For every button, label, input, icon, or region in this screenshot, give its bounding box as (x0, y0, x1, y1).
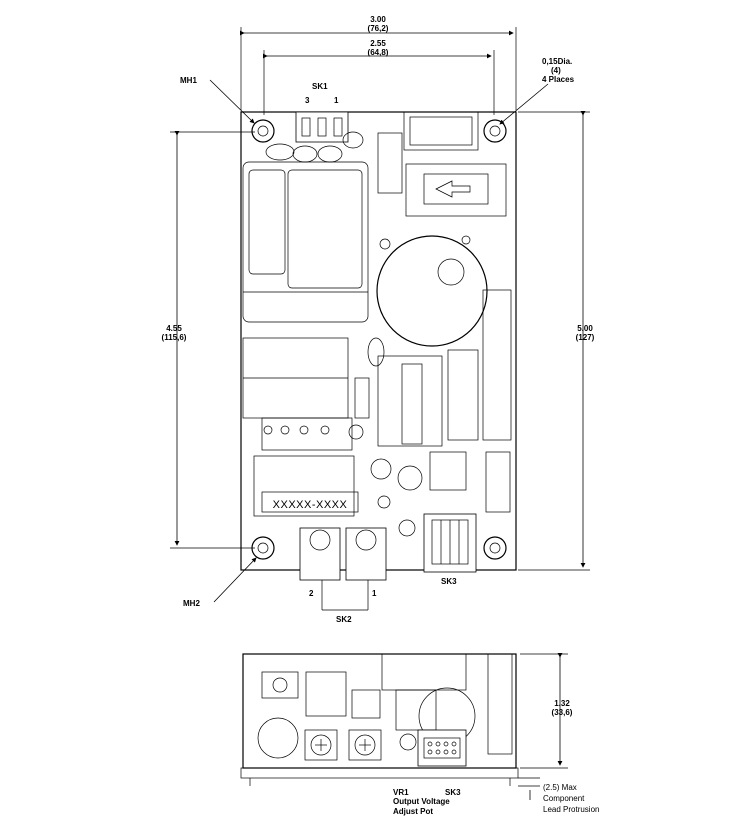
height-dim-mm: (127) (576, 333, 595, 342)
sk3-side-connector (417, 729, 467, 767)
bulk-capacitor (376, 235, 488, 347)
mounting-hole-tr (483, 119, 507, 143)
sk2-label: SK2 (336, 615, 352, 624)
mounting-hole-mh1: MH1 (180, 76, 275, 143)
sk2-connector: 2 1 SK2 (299, 527, 387, 624)
sk1-pin3: 3 (305, 96, 310, 105)
sk1-label: SK1 (312, 82, 328, 91)
protrusion-line3: Lead Protrusion (543, 805, 599, 814)
mounting-hole-br (483, 536, 507, 560)
protrusion-line2: Component (543, 794, 585, 803)
vr1-pots (304, 729, 417, 761)
hole-pitch-mm: (115,6) (162, 333, 187, 342)
sk1-pin1: 1 (334, 96, 339, 105)
hole-spacing-dimension: 2.55 (64,8) (263, 39, 495, 115)
height-dim-inch: 5.00 (577, 324, 593, 333)
hole-note-line3: 4 Places (542, 75, 575, 84)
hole-note-line2: (4) (551, 66, 561, 75)
protrusion-line1: (2.5) Max (543, 783, 577, 792)
side-height-inch: 1.32 (554, 699, 570, 708)
side-height-dimension: 1.32 (33,6) (520, 653, 573, 769)
vr1-line1: VR1 (393, 788, 409, 797)
mh1-label: MH1 (180, 76, 197, 85)
fuse-holder (377, 111, 507, 217)
sk1-connector: SK1 3 1 (265, 82, 364, 163)
label-text: XXXXX-XXXX (273, 499, 348, 511)
hole-spacing-inch: 2.55 (370, 39, 386, 48)
hole-spacing-mm: (64,8) (368, 48, 389, 57)
sk3-label-side: SK3 (445, 788, 461, 797)
hole-pitch-dimension: 4.55 (115,6) (162, 131, 255, 549)
protrusion-note: (2.5) Max Component Lead Protrusion (518, 777, 599, 814)
width-dim-inch: 3.00 (370, 15, 386, 24)
vr1-line3: Adjust Pot (393, 807, 433, 816)
side-board (242, 653, 517, 769)
height-dimension: 5.00 (127) (518, 111, 595, 571)
sk3-connector: SK3 (423, 513, 477, 586)
vr1-line2: Output Voltage (393, 797, 450, 806)
hole-note-line1: 0,15Dia. (542, 57, 572, 66)
sk2-pin1: 1 (372, 589, 377, 598)
mounting-hole-mh2: MH2 (183, 536, 275, 608)
transformer-block (242, 161, 369, 323)
small-capacitors (370, 458, 423, 537)
width-dim-mm: (76,2) (368, 24, 389, 33)
hole-pitch-inch: 4.55 (166, 324, 182, 333)
top-view: 3.00 (76,2) 2.55 (64,8) 0,15Dia. (4) 4 P… (162, 15, 595, 624)
mh2-label: MH2 (183, 599, 200, 608)
hole-note: 0,15Dia. (4) 4 Places (499, 57, 575, 125)
width-dimension: 3.00 (76,2) (240, 15, 517, 110)
side-view: 1.32 (33,6) (2.5) Max Component Lead Pro… (240, 653, 599, 816)
sk3-label-top: SK3 (441, 577, 457, 586)
main-transformer (377, 289, 512, 513)
side-height-mm: (33,6) (552, 708, 573, 717)
product-label: XXXXX-XXXX (253, 455, 359, 517)
sk2-pin2: 2 (309, 589, 314, 598)
inductor-block (242, 337, 385, 451)
